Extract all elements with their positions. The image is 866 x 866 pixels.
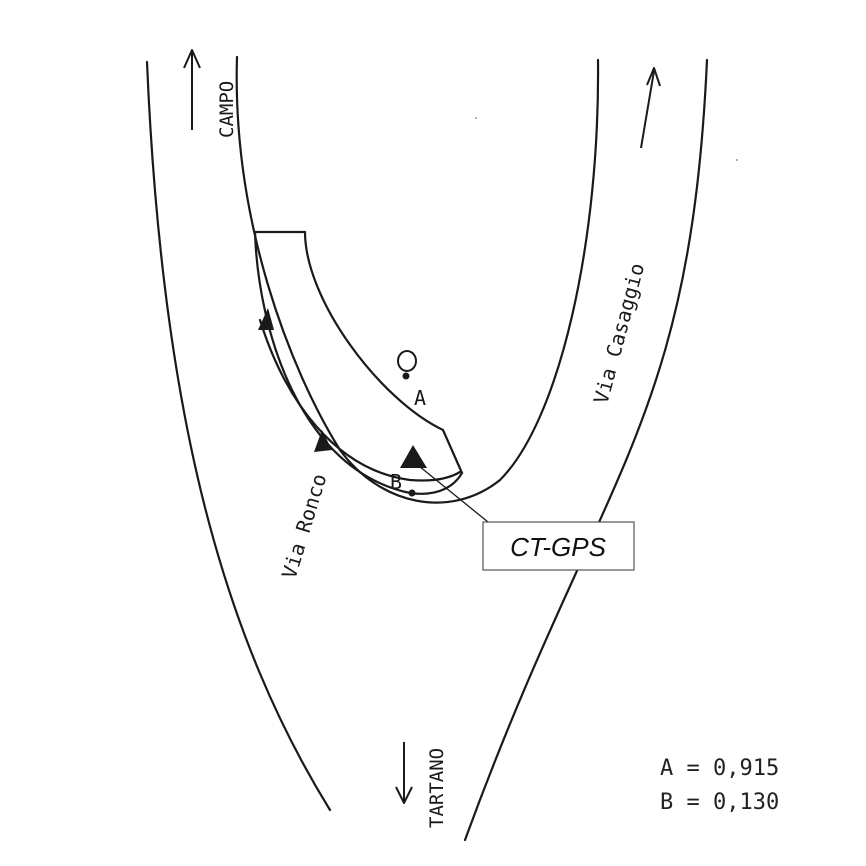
gps-station-icon (400, 445, 427, 468)
road-outer-right-edge (463, 58, 709, 842)
point-a-label: A (414, 386, 426, 410)
road-name-left: Via Ronco (277, 471, 332, 582)
road-outer-left-edge (145, 60, 332, 812)
point-b-dot (408, 489, 416, 497)
circle-marker-icon (397, 350, 417, 372)
callout-label: CT-GPS (510, 532, 606, 562)
arrow-up-icon (640, 67, 661, 149)
callout-leader-line (413, 461, 489, 523)
road-inner-left-edge (235, 55, 600, 504)
arrow-down-icon (395, 742, 413, 804)
triangle-marker-icon (314, 430, 332, 452)
scan-speck (736, 159, 738, 161)
road-name-right: Via Casaggio (589, 261, 650, 407)
area-band-inner-edge (303, 230, 464, 475)
triangle-marker-icon (258, 308, 274, 330)
point-a-marker (397, 350, 417, 380)
point-a-dot (402, 372, 410, 380)
area-band-outer-edge (253, 230, 464, 495)
callout-box (482, 521, 635, 571)
scan-speck (475, 117, 477, 119)
arrow-up-icon (183, 49, 201, 130)
direction-label-south: TARTANO (426, 748, 448, 828)
area-band-middle-line (258, 318, 462, 482)
point-b-label: B (390, 470, 402, 494)
legend-a-value: A = 0,915 (660, 756, 779, 781)
direction-label-north: CAMPO (216, 81, 238, 138)
legend-b-value: B = 0,130 (660, 790, 779, 815)
